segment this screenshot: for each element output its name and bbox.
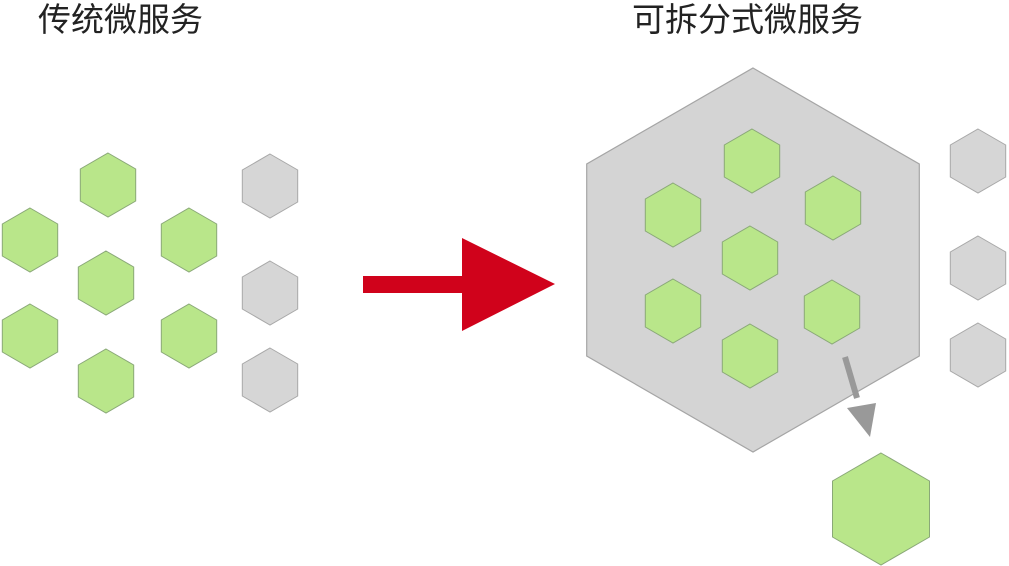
traditional-microservice-title: 传统微服务 <box>38 0 203 39</box>
green-service-hexagon <box>77 348 135 414</box>
gray-service-hexagon <box>949 128 1007 194</box>
green-service-hexagon <box>1 303 59 369</box>
green-service-hexagon <box>160 303 218 369</box>
traditional-service-group <box>1 152 299 414</box>
splittable-microservice-title: 可拆分式微服务 <box>632 0 863 39</box>
gray-service-hexagon <box>949 235 1007 301</box>
green-service-hexagon <box>79 152 137 218</box>
green-service-hexagon <box>644 278 702 344</box>
right-arrow-icon <box>363 238 555 331</box>
green-service-hexagon <box>803 279 861 345</box>
gray-service-hexagon <box>241 260 299 326</box>
green-service-hexagon <box>644 182 702 248</box>
green-service-hexagon <box>723 128 781 194</box>
gray-service-hexagon <box>241 153 299 219</box>
green-service-hexagon <box>721 225 779 291</box>
splittable-service-group <box>586 67 1007 453</box>
green-service-hexagon <box>721 323 779 389</box>
green-service-hexagon <box>1 207 59 273</box>
down-arrow-icon <box>842 356 876 437</box>
gray-service-hexagon <box>241 347 299 413</box>
green-service-hexagon <box>160 207 218 273</box>
green-service-hexagon <box>77 250 135 316</box>
green-service-hexagon <box>804 175 862 241</box>
gray-service-hexagon <box>949 322 1007 388</box>
extracted-service-hexagon <box>832 452 930 566</box>
